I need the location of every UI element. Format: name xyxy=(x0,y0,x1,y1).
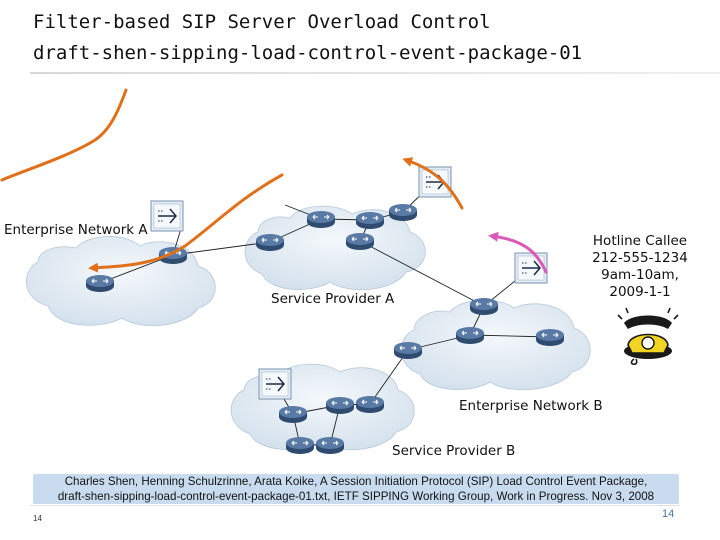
citation-line2: draft-shen-sipping-load-control-event-pa… xyxy=(57,490,655,503)
callee-line2: 212-555-1234 xyxy=(592,250,688,266)
page-number-left: 14 xyxy=(33,514,42,523)
page-number-right: 14 xyxy=(662,508,675,520)
router-provider-a-5 xyxy=(345,232,375,251)
slide-title-line1: Filter-based SIP Server Overload Control xyxy=(33,11,491,33)
callee-line1: Hotline Callee xyxy=(592,233,688,249)
telephone-icon xyxy=(617,307,679,366)
orange-flow-arrow-1 xyxy=(0,88,128,182)
router-enterprise-b-2 xyxy=(535,328,565,347)
router-provider-b-4 xyxy=(278,405,308,424)
sip-server-enterprise-b-icon xyxy=(514,252,548,284)
sip-server-enterprise-a-icon xyxy=(150,200,184,232)
router-provider-b-1 xyxy=(393,341,423,360)
orange-flow-arrow-2 xyxy=(88,173,284,273)
callee-line4: 2009-1-1 xyxy=(609,284,671,300)
footer-divider xyxy=(30,505,680,506)
router-enterprise-b-1 xyxy=(469,297,499,316)
slide-title-line2: draft-shen-sipping-load-control-event-pa… xyxy=(33,42,583,64)
router-provider-b-3 xyxy=(325,396,355,415)
sip-server-provider-b-icon xyxy=(258,368,292,400)
pink-feedback-arrow xyxy=(488,231,548,274)
label-enterprise-network-b: Enterprise Network B xyxy=(459,398,603,414)
hotline-callee-label: Hotline Callee 212-555-1234 9am-10am, 20… xyxy=(588,233,692,301)
citation-line1: Charles Shen, Henning Schulzrinne, Arata… xyxy=(64,475,648,488)
router-enterprise-b-3 xyxy=(455,326,485,345)
citation-box: Charles Shen, Henning Schulzrinne, Arata… xyxy=(33,474,679,504)
router-provider-a-3 xyxy=(355,211,385,230)
router-provider-b-5 xyxy=(285,436,315,455)
cloud-enterprise-a xyxy=(25,236,216,327)
router-provider-a-2 xyxy=(306,210,336,229)
label-service-provider-b: Service Provider B xyxy=(392,443,516,459)
sip-server-provider-a-icon xyxy=(418,166,452,198)
orange-flow-arrow-3 xyxy=(402,157,464,210)
router-enterprise-a xyxy=(85,274,115,293)
label-enterprise-network-a: Enterprise Network A xyxy=(4,222,148,238)
router-provider-b-2 xyxy=(355,395,385,414)
title-divider xyxy=(30,72,720,74)
cloud-enterprise-b xyxy=(400,299,591,391)
router-provider-a-4 xyxy=(388,203,418,222)
label-service-provider-a: Service Provider A xyxy=(271,291,395,307)
router-provider-b-6 xyxy=(315,436,345,455)
callee-line3: 9am-10am, xyxy=(601,267,679,283)
router-provider-a-1 xyxy=(255,233,285,252)
